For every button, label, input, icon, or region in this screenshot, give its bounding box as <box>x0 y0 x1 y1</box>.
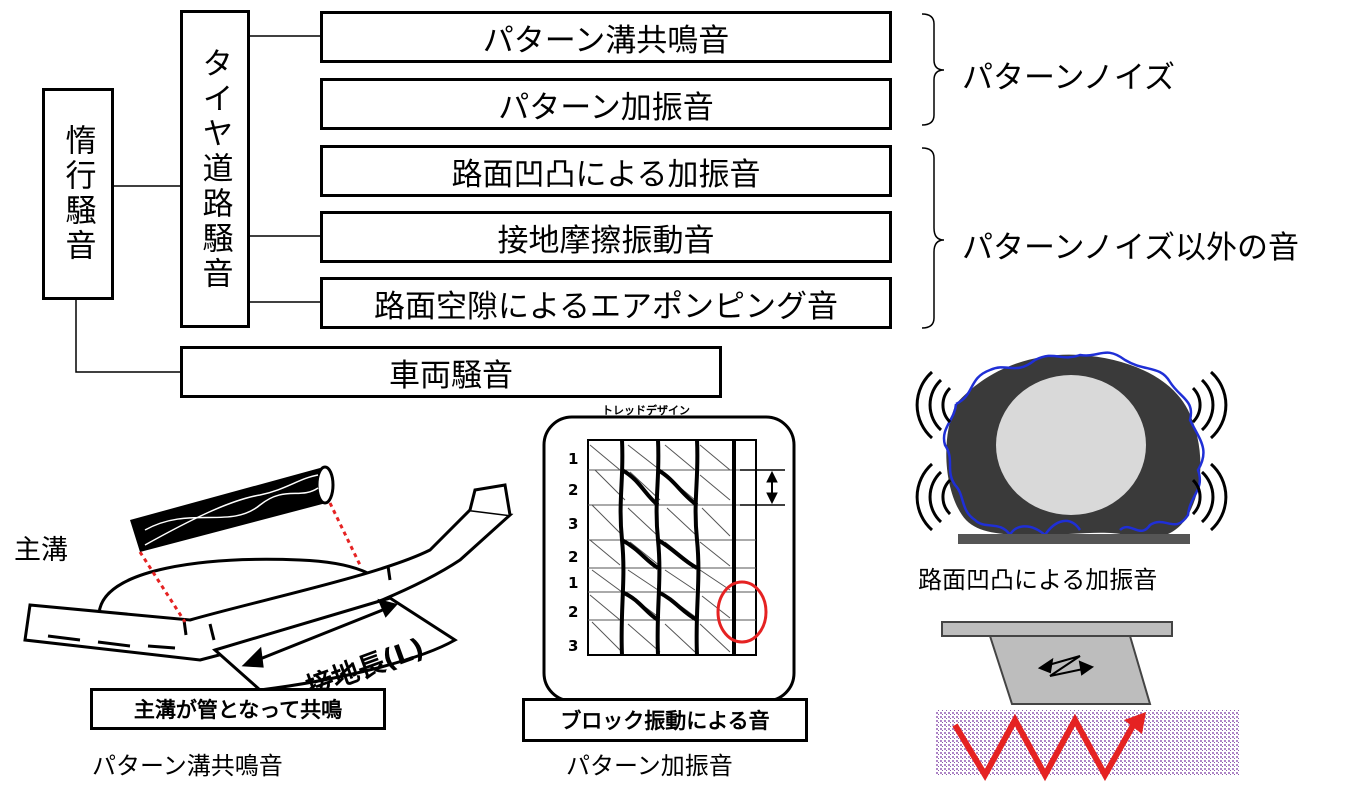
main-groove-label: 主溝 <box>14 535 68 566</box>
pitch-number-5: 1 <box>568 574 579 592</box>
vehicle-label: 車両騒音 <box>389 357 513 394</box>
groove-caption: パターン溝共鳴音 <box>92 752 283 780</box>
tire-road-label: タイヤ道路騒音 <box>196 46 233 292</box>
item-label-3: 路面凹凸による加振音 <box>451 156 761 193</box>
vehicle-box: 車両騒音 <box>180 346 722 398</box>
group-other-label: パターンノイズ以外の音 <box>962 230 1299 266</box>
item-label-4: 接地摩擦振動音 <box>497 222 715 259</box>
item-box-1: パターン溝共鳴音 <box>320 11 892 63</box>
pitch-number-1: 1 <box>568 450 579 468</box>
tread-caption: パターン加振音 <box>566 752 733 780</box>
groove-box-caption: 主溝が管となって共鳴 <box>90 688 386 730</box>
item-label-1: パターン溝共鳴音 <box>482 22 730 59</box>
item-box-5: 路面空隙によるエアポンピング音 <box>320 277 892 329</box>
item-box-3: 路面凹凸による加振音 <box>320 145 892 197</box>
pitch-number-4: 2 <box>568 548 579 566</box>
groove-box-caption-text: 主溝が管となって共鳴 <box>133 698 343 722</box>
pitch-number-2: 2 <box>568 481 579 499</box>
item-box-2: パターン加振音 <box>320 78 892 130</box>
group-pattern-label: パターンノイズ <box>962 60 1175 96</box>
tire-caption: 路面凹凸による加振音 <box>918 566 1158 594</box>
pitch-number-3: 3 <box>568 515 579 533</box>
item-label-2: パターン加振音 <box>498 89 714 126</box>
item-label-5: 路面空隙によるエアポンピング音 <box>373 288 839 325</box>
root-box: 惰行騒音 <box>42 88 114 300</box>
tread-title: トレッドデザイン <box>602 404 690 417</box>
tread-box-caption-text: ブロック振動による音 <box>560 709 770 733</box>
tire-road-box: タイヤ道路騒音 <box>180 10 250 328</box>
root-label: 惰行騒音 <box>59 124 96 264</box>
item-box-4: 接地摩擦振動音 <box>320 211 892 263</box>
pitch-number-7: 3 <box>568 637 579 655</box>
group-braces <box>921 13 945 329</box>
pitch-number-6: 2 <box>568 603 579 621</box>
resonance-tube <box>130 465 335 552</box>
tread-box-caption: ブロック振動による音 <box>522 698 808 742</box>
